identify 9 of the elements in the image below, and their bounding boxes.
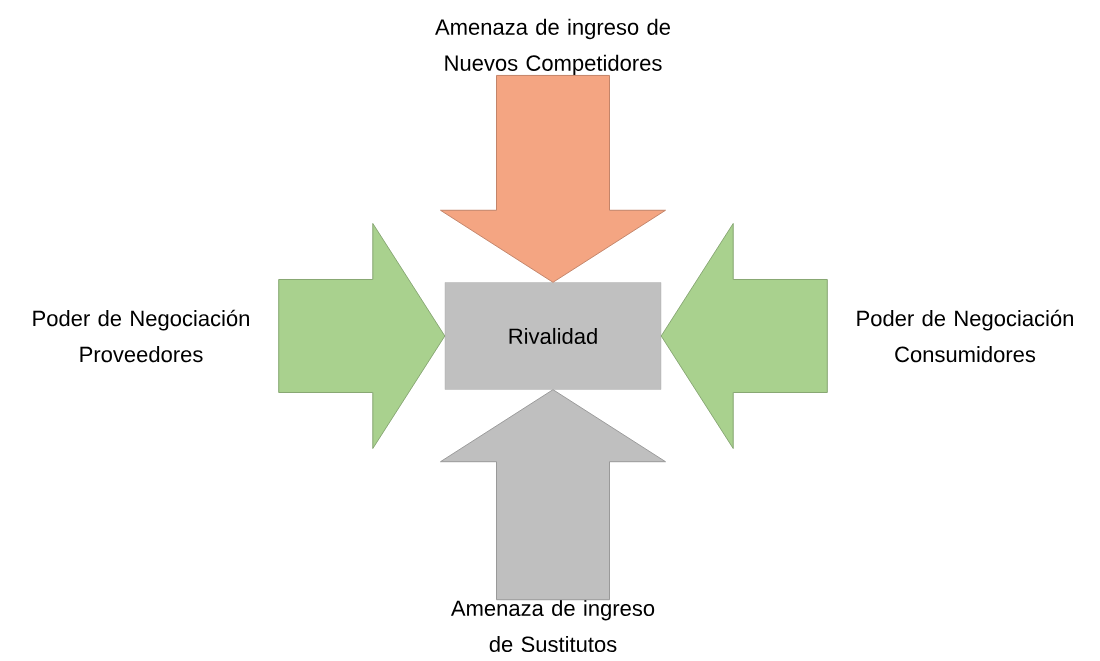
block-arrow [440, 74, 666, 283]
force-label: Poder de Negociación Consumidores [857, 309, 1073, 363]
block-arrow [660, 223, 828, 449]
force-label: Poder de Negociación Proveedores [33, 309, 249, 363]
block-arrow [440, 389, 666, 601]
process-box: Rivalidad [444, 282, 662, 390]
force-label: Amenaza de ingreso de Nuevos Competidores [435, 18, 670, 76]
force-label: Amenaza de ingreso de Sustitutos [450, 599, 655, 653]
block-arrow [278, 223, 446, 449]
